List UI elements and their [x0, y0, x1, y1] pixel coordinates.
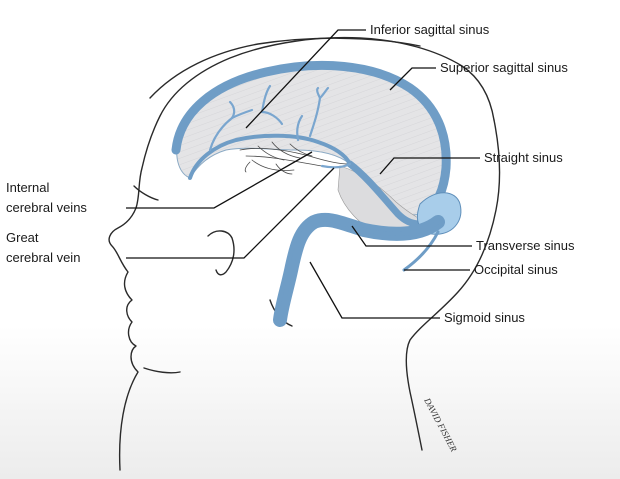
leader-transverse	[351, 225, 472, 247]
inferior-sagittal-sinus-shape	[188, 133, 352, 180]
leader-internal-cerebral	[126, 151, 313, 209]
label-great-cerebral-vein-1: Great	[6, 230, 39, 245]
label-occipital-sinus: Occipital sinus	[474, 262, 558, 277]
label-great-cerebral-vein-2: cerebral vein	[6, 250, 80, 265]
leader-inferior-sagittal	[245, 29, 366, 129]
label-inferior-sagittal-sinus: Inferior sagittal sinus	[370, 22, 490, 37]
artist-signature: DAVID FISHER	[422, 395, 459, 453]
label-transverse-sinus: Transverse sinus	[476, 238, 575, 253]
great-cerebral-vein-shape	[320, 162, 352, 169]
leader-lines	[126, 29, 480, 319]
leader-sigmoid	[309, 261, 440, 319]
label-straight-sinus: Straight sinus	[484, 150, 563, 165]
label-superior-sagittal-sinus: Superior sagittal sinus	[440, 60, 568, 75]
leader-great-cerebral	[126, 167, 335, 259]
label-internal-cerebral-veins-2: cerebral veins	[6, 200, 87, 215]
head-outline	[108, 36, 501, 471]
leader-straight	[379, 157, 480, 175]
label-sigmoid-sinus: Sigmoid sinus	[444, 310, 525, 325]
label-internal-cerebral-veins-1: Internal	[6, 180, 49, 195]
leader-superior-sagittal	[389, 67, 436, 91]
tributary-veins	[208, 84, 330, 152]
internal-cerebral-veins-shape	[239, 141, 349, 175]
occipital-sinus-shape	[402, 230, 440, 272]
